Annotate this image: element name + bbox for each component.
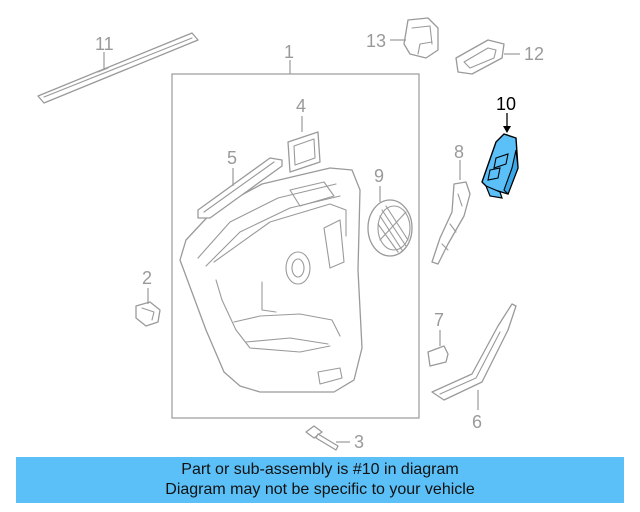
svg-text:8: 8 [454,142,464,162]
callout-1: 1 [284,42,294,74]
parts-diagram: 11 13 12 1 [37,17,544,452]
part-5-trim-strip [197,157,283,219]
part-13-clip [403,17,439,59]
svg-text:11: 11 [95,34,114,54]
part-10-window-switch [481,133,519,199]
callout-11: 11 [95,34,114,70]
svg-text:4: 4 [296,96,306,116]
callout-5: 5 [227,148,237,186]
callout-6: 6 [472,390,482,432]
part-4-bezel [287,131,321,173]
part-9-speaker-grille [367,199,413,257]
svg-text:7: 7 [434,310,444,330]
part-12-handle-cover [455,39,505,75]
part-7-clip [427,345,449,367]
svg-text:1: 1 [284,42,294,62]
part-1-door-trim-panel [171,73,420,419]
callout-2: 2 [142,268,152,304]
info-banner: Part or sub-assembly is #10 in diagram D… [16,457,624,503]
callout-7: 7 [434,310,444,346]
banner-line-disclaimer: Diagram may not be specific to your vehi… [165,481,475,498]
svg-text:2: 2 [142,268,152,288]
svg-text:6: 6 [472,412,482,432]
svg-text:13: 13 [366,31,386,51]
banner-line-part-number: Part or sub-assembly is #10 in diagram [181,461,459,478]
svg-text:10: 10 [496,94,516,114]
callout-9: 9 [374,166,384,202]
part-11-trim-strip [37,32,199,104]
callout-12: 12 [504,44,544,64]
callout-10: 10 [496,94,516,133]
svg-text:5: 5 [227,148,237,168]
svg-text:12: 12 [524,44,544,64]
part-3-screw [305,425,339,451]
callout-3: 3 [336,432,364,452]
callout-4: 4 [296,96,306,132]
part-2-clip [135,301,161,327]
svg-text:9: 9 [374,166,384,186]
part-6-molding [431,303,517,401]
callout-13: 13 [366,31,406,51]
part-8-bracket [431,181,471,265]
svg-text:3: 3 [354,432,364,452]
callout-8: 8 [454,142,464,180]
